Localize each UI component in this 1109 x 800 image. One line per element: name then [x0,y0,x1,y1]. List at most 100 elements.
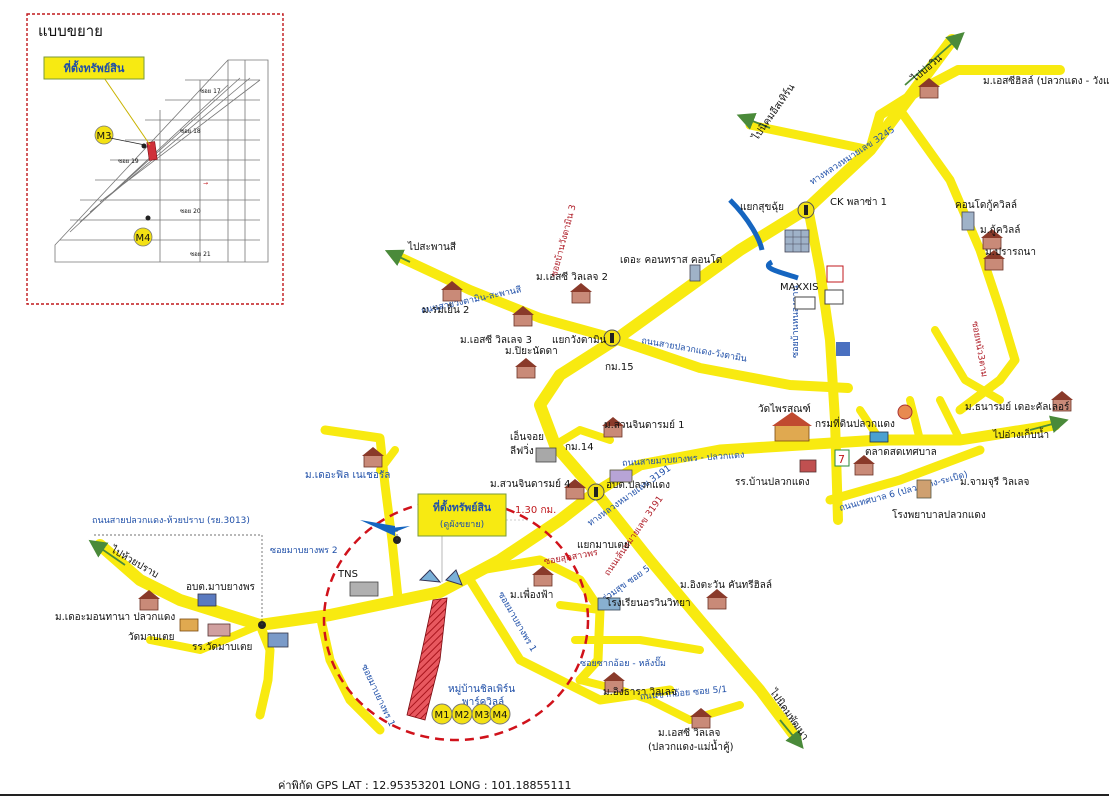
place-sc-hill: ม.เอสซีฮิลล์ (ปลวกแดง - วังแขยง) [983,75,1109,87]
gps-long: 101.18855111 [491,779,572,792]
marker-m1: M1 [431,703,453,725]
bottom-rule [0,794,1109,796]
property-plot [406,597,448,721]
shop-icon [826,265,844,283]
condo-icon [784,229,810,253]
shop-icon: 7 [834,449,850,467]
project-name-line2: พาร์ควิลล์ [462,696,504,708]
maxxis-icon [794,296,816,310]
road-label-3245: ทางหลวงหมายเลข 3245 [808,125,896,187]
place-the-condo: เดอะ คอนทราส คอนโด [620,253,722,266]
house-icon [981,229,1003,250]
inset-property-label: ที่ตั้งทรัพย์สิน [64,60,125,75]
market-icon [869,431,889,443]
place-school-mabtoey: รร.วัดมาบเตย [192,642,252,653]
direction-arrows [88,32,1069,749]
property-pin-icon [418,569,442,583]
road-label-pluakdaeng-huaiprab: ถนนสายปลวกแดง-ห้วยปราบ (รย.3013) [92,515,250,526]
place-the-monthana: ม.เดอะมอนทานา ปลวกแดง [55,612,175,623]
inset-soi-19: ซอย 19 [118,158,139,165]
place-romyen2: ม.ร่มเย็น 2 [422,302,469,316]
place-tanarom: ม.ธนารมย์ เดอะคัลเลอร์ [965,401,1070,413]
road-label-soi-tabot: ซอยหนัว3ตาม [969,321,989,378]
condo-icon [961,211,975,231]
land-office-icon [897,404,913,420]
house-icon [564,479,586,500]
inset-marker-m4: M4 [133,227,153,247]
direction-to-kaewgeng: ไปอ่างเก็บน้ำ [992,427,1049,441]
svg-text:M4: M4 [136,233,151,244]
marker-m4: M4 [489,703,511,725]
house-icon [1051,391,1073,412]
gps-lat-label: LAT : [341,779,369,792]
house-icon [603,672,625,693]
svg-text:→: → [203,180,208,187]
place-mab-toey-junction: แยกมาบเตย [577,540,630,551]
place-km15: กม.15 [605,362,634,373]
house-icon [441,281,463,302]
place-sc-ville-maenamku-2: (ปลวกแดง-แม่น้ำคู้) [648,739,734,753]
shop-icon [535,447,557,463]
house-icon [706,589,728,610]
school-icon [799,459,817,473]
blue-curve-icon [765,259,799,281]
marker-m3: M3 [471,703,493,725]
place-sc-ville3: ม.เอสซี วิลเลจ 3 [460,334,532,346]
place-school-pluakdaeng: รร.บ้านปลวกแดง [735,476,810,488]
temple-icon [772,412,812,442]
place-sc-ville2: ม.เอสซี วิลเลจ 2 [536,271,608,283]
svg-text:M2: M2 [455,710,470,721]
place-chamjuri: ม.จามจุรี วิลเลจ [960,476,1030,488]
place-land-office: กรมที่ดินปลวกแดง [815,416,895,430]
inset-property-callout [43,56,145,80]
house-icon [983,250,1005,271]
tns-icon [349,581,379,597]
place-obt-mabyangporn: อบต.มาบยางพร [186,582,256,593]
house-icon [138,590,160,611]
inset-title: แบบขยาย [38,22,103,40]
house-icon [853,455,875,476]
place-condo-kukhu: คอนโดกู้ควิลล์ [955,198,1017,211]
svg-text:M1: M1 [435,710,450,721]
office-icon [609,469,633,483]
building-icons: 7 [138,78,1073,729]
place-suanchindaram1: ม.สวนจินดารมย์ 1 [604,419,685,431]
place-pheungfah: ม.เพื่องฟ้า [510,587,553,601]
place-suanchindaram4: ม.สวนจินดารมย์ 4 [490,478,571,490]
property-callout: ที่ตั้งทรัพย์สิน (ดูผังขยาย) [360,493,507,582]
place-ck-plaza: CK พลาซ่า 1 [830,197,887,208]
place-enjoy-living-2: ลีฟวิ่ง [510,443,534,457]
house-icon [362,447,384,468]
shop-icon [824,289,844,305]
blue-arrow-icon [728,198,765,251]
temple-icon [179,618,199,632]
svg-text:M4: M4 [493,710,508,721]
place-hospital: โรงพยาบาลปลวกแดง [892,508,986,521]
place-maxxis: MAXXIS [780,282,818,293]
office-icon [197,593,217,607]
school-icon [597,597,621,611]
place-sc-ville-maenamku-1: ม.เอสซี วิลเลจ [658,727,721,739]
house-icon [602,417,624,438]
place-the-fill: ม.เดอะฟิล เนเชอรัล [305,470,390,481]
gps-prefix: ค่าพิกัด GPS [278,779,339,792]
place-km14: กม.14 [565,442,594,453]
gps-coordinates: ค่าพิกัด GPS LAT : 12.95353201 LONG : 10… [278,776,572,794]
condo-icon [916,479,932,499]
svg-text:7: 7 [838,453,845,466]
road-label-soi-wangtamin: ซอยบ้านวังตามิน 3 [549,203,579,278]
inset-marker-m3: M3 [94,125,114,145]
gps-lat: 12.95353201 [372,779,446,792]
house-icon [918,78,940,99]
inset-soi-20: ซอย 20 [180,208,201,215]
house-icon [515,358,537,379]
inset-soi-21: ซอย 21 [190,251,211,258]
house-icon [690,708,712,729]
place-prathana: ม.ปรารถนา [985,247,1036,258]
place-wat-mabtoey: วัดมาบเตย [128,632,174,643]
house-icon [570,283,592,304]
place-piyanut: ม.ปิยะนัดดา [505,346,558,357]
school-icon [207,623,231,637]
marker-m2: M2 [451,703,473,725]
